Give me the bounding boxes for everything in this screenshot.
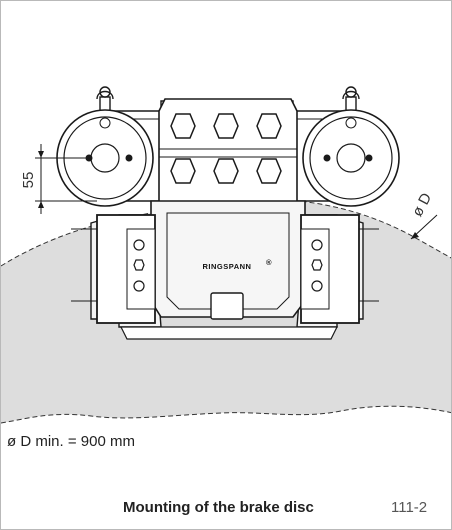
right-handle — [342, 86, 360, 112]
hex-nuts — [170, 113, 282, 184]
diameter-label: ø D — [409, 190, 435, 219]
left-handle — [96, 86, 114, 112]
right-roller — [302, 109, 400, 207]
minimum-diameter-note: ø D min. = 900 mm — [7, 433, 135, 450]
dimension-55-label: 55 — [20, 172, 37, 189]
figure-caption: Mounting of the brake disc — [123, 499, 314, 516]
dimension-55 — [35, 144, 97, 214]
left-side-plate — [71, 214, 156, 324]
brand-registered-mark: ® — [266, 258, 272, 267]
right-side-plate — [300, 214, 379, 324]
figure-number: 111-2 — [391, 499, 428, 516]
disc-inner-edge — [1, 405, 451, 424]
left-roller — [56, 109, 154, 207]
brand-label: RINGSPANN — [203, 262, 252, 271]
diameter-leader — [410, 214, 438, 240]
